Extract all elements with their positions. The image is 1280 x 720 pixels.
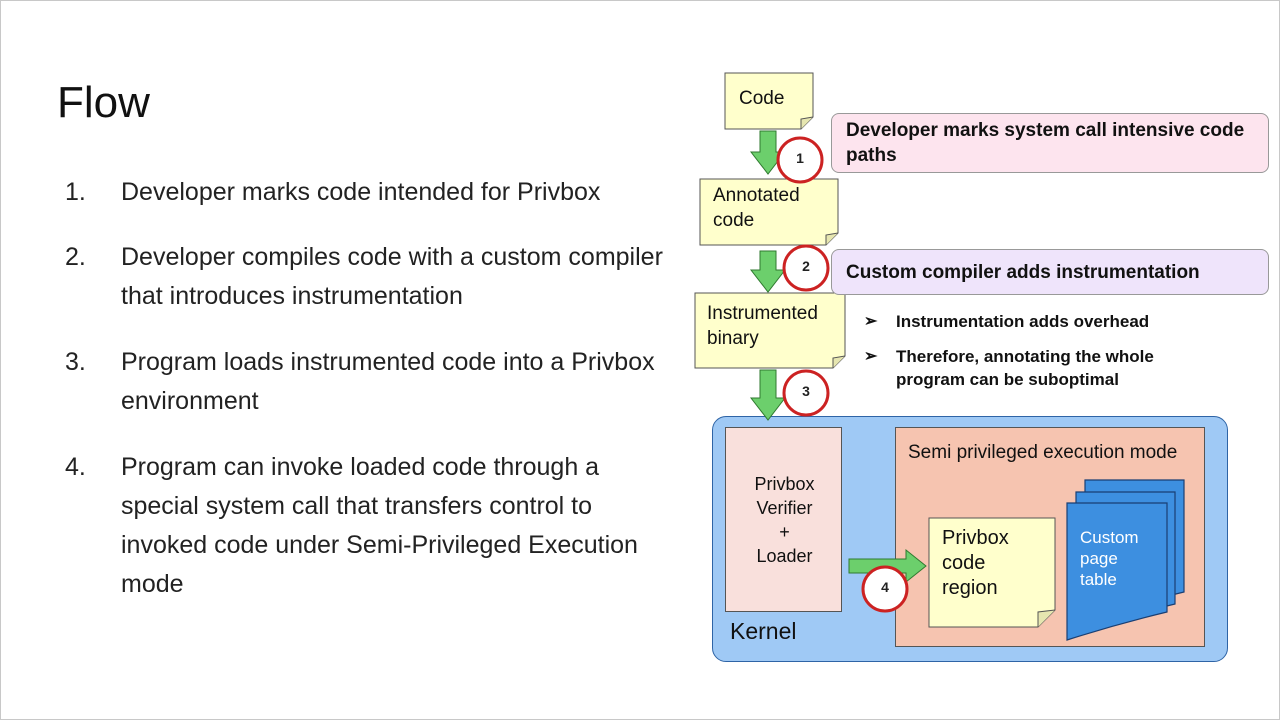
step-badge-2 <box>782 244 830 292</box>
page-table-doc-front <box>1066 502 1168 641</box>
verifier-line: + <box>779 522 790 542</box>
step-text: Developer compiles code with a custom co… <box>121 243 663 310</box>
step-badge-4-label: 4 <box>881 579 889 595</box>
code-note: Code <box>739 86 784 111</box>
bullet-text: Instrumentation adds overhead <box>896 312 1150 331</box>
arrow-down-3 <box>749 369 787 421</box>
callout-developer-marks: Developer marks system call intensive co… <box>831 113 1269 173</box>
step-badge-4 <box>861 565 909 613</box>
arrow-down-2 <box>749 250 787 293</box>
verifier-loader-box: Privbox Verifier + Loader <box>725 427 842 612</box>
instrumented-note: Instrumented binary <box>707 301 837 351</box>
code-note-label: Code <box>739 88 785 109</box>
bullet-arrow-icon: ➢ <box>864 313 878 330</box>
step-badge-1-label: 1 <box>796 150 804 166</box>
verifier-line: Privbox <box>754 474 815 494</box>
step-number: 3. <box>65 348 86 376</box>
step-text: Developer marks code intended for Privbo… <box>121 178 601 206</box>
arrow-down-1 <box>749 130 787 175</box>
semi-privileged-label: Semi privileged execution mode <box>908 442 1178 463</box>
callout-custom-compiler: Custom compiler adds instrumentation <box>831 249 1269 295</box>
annotated-note-label: Annotated code <box>713 185 800 231</box>
step-number: 4. <box>65 453 86 481</box>
step-badge-2-label: 2 <box>802 258 810 274</box>
step-badge-1 <box>776 136 824 184</box>
step-text: Program loads instrumented code into a P… <box>121 348 655 415</box>
step-number: 1. <box>65 178 86 206</box>
kernel-label: Kernel <box>730 618 797 644</box>
code-region-note-fold <box>1037 609 1056 627</box>
bullet-text: Therefore, annotating the whole program … <box>896 347 1154 389</box>
code-note-fold <box>800 116 814 129</box>
slide-title: Flow <box>57 78 150 127</box>
step-badge-3-label: 3 <box>802 383 810 399</box>
instrumented-note-fold <box>832 355 846 368</box>
annotated-note-fold <box>825 232 839 245</box>
code-region-note: Privbox code region <box>942 526 1042 601</box>
verifier-loader-label: Privbox Verifier + Loader <box>726 472 843 568</box>
annotated-note: Annotated code <box>713 183 833 233</box>
verifier-line: Verifier <box>756 498 813 518</box>
step-text: Program can invoke loaded code through a… <box>121 453 638 598</box>
verifier-line: Loader <box>756 546 813 566</box>
step-badge-3 <box>782 369 830 417</box>
step-number: 2. <box>65 243 86 271</box>
code-region-label: Privbox code region <box>942 527 1009 599</box>
instrumented-note-label: Instrumented binary <box>707 303 818 349</box>
bullet-arrow-icon: ➢ <box>864 348 878 365</box>
page-table-label: Custom page table <box>1080 528 1139 589</box>
